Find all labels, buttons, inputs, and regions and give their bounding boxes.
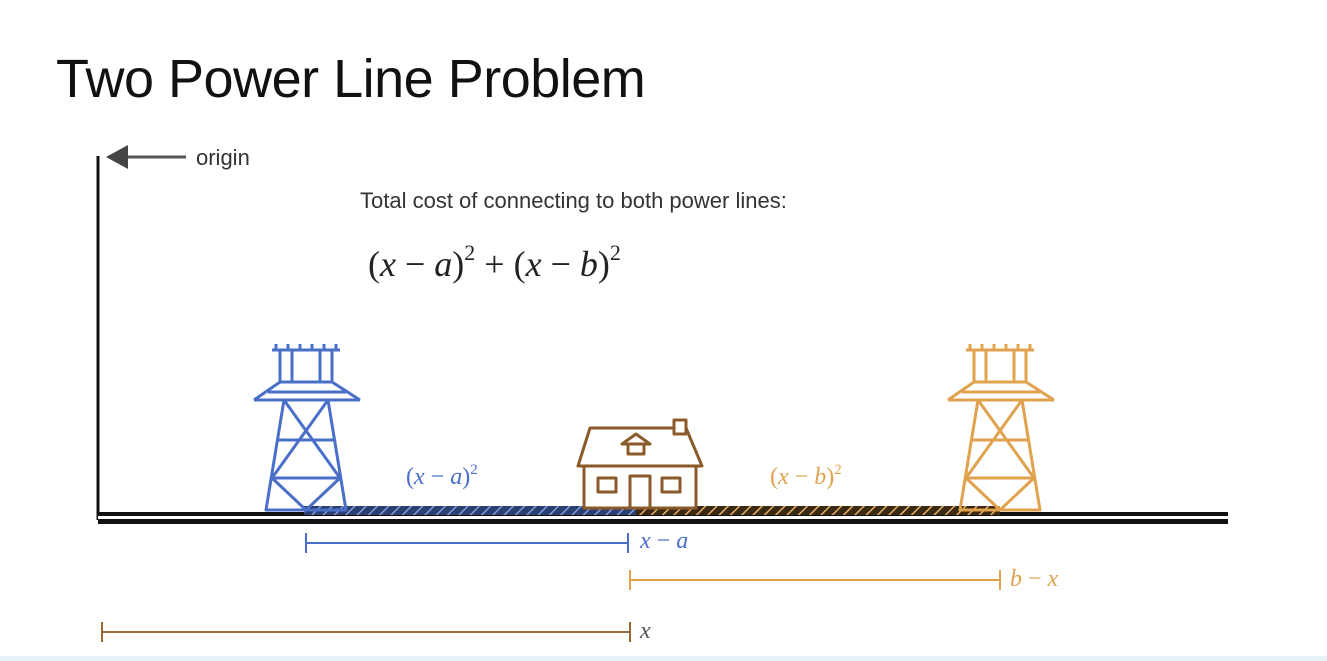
slide-title: Two Power Line Problem bbox=[56, 49, 646, 109]
cable-to-line-a bbox=[304, 506, 640, 515]
power-tower-b-icon bbox=[947, 344, 1055, 512]
label-b-minus-x: b − x bbox=[1010, 566, 1059, 592]
cost-label-b: (x − b)2 bbox=[770, 462, 842, 490]
label-x: x bbox=[640, 618, 651, 644]
dimension-x-minus-a bbox=[305, 533, 629, 553]
cost-caption: Total cost of connecting to both power l… bbox=[360, 188, 787, 213]
origin-arrow-icon bbox=[106, 145, 186, 169]
dimension-b-minus-x bbox=[629, 570, 1001, 590]
dimension-x bbox=[101, 622, 631, 642]
label-x-minus-a: x − a bbox=[640, 528, 689, 554]
origin-label: origin bbox=[196, 145, 250, 170]
power-tower-a-icon bbox=[253, 344, 361, 512]
total-cost-formula: (x − a)2 + (x − b)2 bbox=[368, 240, 621, 284]
house-icon bbox=[576, 418, 704, 510]
cost-label-a: (x − a)2 bbox=[406, 462, 478, 490]
bottom-strip bbox=[0, 656, 1327, 661]
cable-to-line-b bbox=[636, 506, 1000, 515]
